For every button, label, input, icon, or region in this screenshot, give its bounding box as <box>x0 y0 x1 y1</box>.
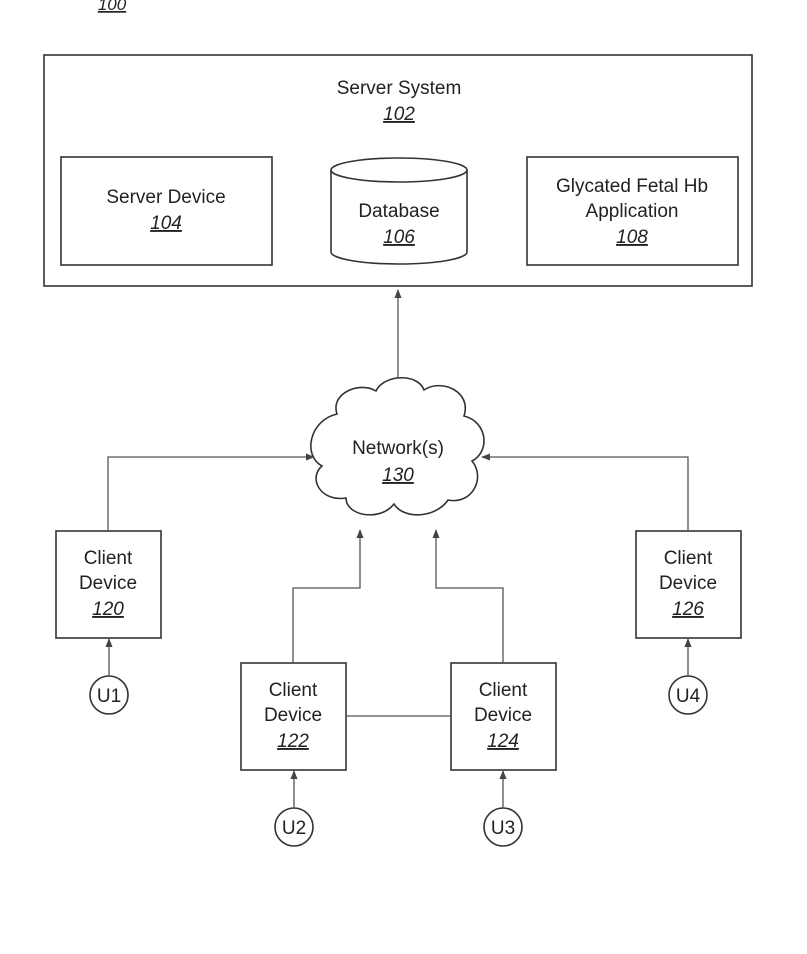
client-device-124-ref: 124 <box>487 731 519 752</box>
application-label-line1: Glycated Fetal Hb <box>556 176 708 197</box>
user-u2-label: U2 <box>282 818 306 839</box>
figure-ref: 100 <box>98 0 127 14</box>
application-ref: 108 <box>616 227 648 248</box>
client-device-122-line2: Device <box>264 705 322 726</box>
client-126-network-connector <box>482 457 688 531</box>
database-label: Database <box>358 201 439 222</box>
user-u4-label: U4 <box>676 686 701 707</box>
client-device-124-line2: Device <box>474 705 532 726</box>
server-device-label: Server Device <box>106 187 225 208</box>
client-122-network-connector <box>293 530 360 663</box>
server-system-ref: 102 <box>383 104 415 125</box>
server-system-label: Server System <box>337 78 462 99</box>
client-device-122-line1: Client <box>269 680 318 701</box>
user-u3-label: U3 <box>491 818 515 839</box>
client-120-network-connector <box>108 457 314 531</box>
client-device-126-line1: Client <box>664 548 713 569</box>
client-124-network-connector <box>436 530 503 663</box>
server-device-box <box>61 157 272 265</box>
client-device-124-line1: Client <box>479 680 528 701</box>
application-label-line2: Application <box>586 201 679 222</box>
client-device-126-line2: Device <box>659 573 717 594</box>
user-u4: U4 <box>669 676 707 714</box>
client-device-126-ref: 126 <box>672 599 704 620</box>
client-device-120-line1: Client <box>84 548 133 569</box>
user-u3: U3 <box>484 808 522 846</box>
user-u2: U2 <box>275 808 313 846</box>
network-label: Network(s) <box>352 438 444 459</box>
client-device-122-ref: 122 <box>277 731 309 752</box>
client-device-120-ref: 120 <box>92 599 124 620</box>
database-ref: 106 <box>383 227 415 248</box>
user-u1-label: U1 <box>97 686 121 707</box>
server-device-ref: 104 <box>150 213 182 234</box>
network-ref: 130 <box>382 465 414 486</box>
client-device-120-line2: Device <box>79 573 137 594</box>
user-u1: U1 <box>90 676 128 714</box>
